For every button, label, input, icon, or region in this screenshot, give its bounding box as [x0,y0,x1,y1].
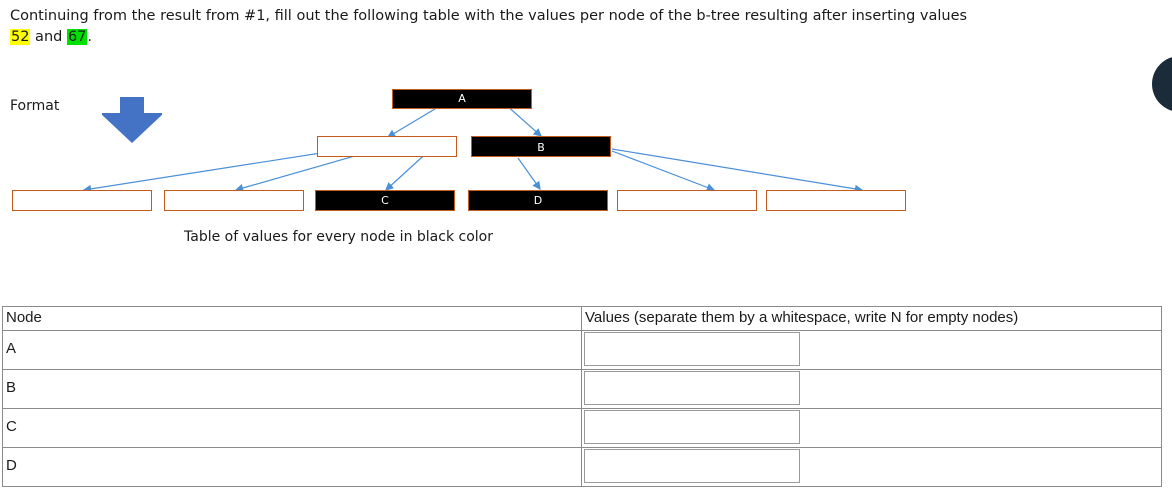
question-prefix: values [919,8,968,24]
row-node-label: D [2,447,582,487]
question-and: and [30,29,67,45]
node-c: C [315,190,455,211]
table-row: B [2,369,1162,409]
row-node-label: A [2,330,582,370]
edge-b-d [517,157,541,190]
node-d-label: D [533,194,543,207]
header-values: Values (separate them by a whitespace, w… [581,306,1162,331]
edge-left-child1 [82,149,341,194]
row-value-cell [581,408,1162,448]
question-line1: Continuing from the result from #1, fill… [10,8,916,24]
node-values-table: Node Values (separate them by a whitespa… [2,306,1162,487]
node-c-label: C [381,194,389,207]
row-value-cell [581,447,1162,487]
diagram-caption: Table of values for every node in black … [184,229,493,245]
node-a: A [392,89,532,109]
question-suffix: . [87,29,93,45]
edge-b-child4 [611,148,864,193]
leaf-outline-2 [164,190,304,211]
question-text: Continuing from the result from #1, fill… [10,6,970,48]
edge-b-child3 [611,150,716,192]
value-input-d[interactable] [584,449,800,483]
floating-action-button[interactable] [1152,56,1172,112]
node-left-outline [317,136,457,157]
highlight-value-52: 52 [10,29,31,45]
table-header-row: Node Values (separate them by a whitespa… [2,306,1162,331]
header-node: Node [2,306,582,331]
leaf-outline-1 [12,190,152,211]
table-row: C [2,408,1162,448]
format-label: Format [10,98,60,114]
leaf-outline-3 [617,190,757,211]
value-input-b[interactable] [584,371,800,405]
leaf-outline-4 [766,190,906,211]
table-row: A [2,330,1162,370]
node-b-label: B [537,141,545,154]
node-d: D [468,190,608,211]
value-input-c[interactable] [584,410,800,444]
row-node-label: B [2,369,582,409]
row-node-label: C [2,408,582,448]
node-a-label: A [458,92,466,105]
table-row: D [2,447,1162,487]
down-arrow-icon [102,97,162,143]
value-input-a[interactable] [584,332,800,366]
node-b: B [471,136,611,157]
highlight-value-67: 67 [66,29,88,45]
row-value-cell [581,369,1162,409]
row-value-cell [581,330,1162,370]
